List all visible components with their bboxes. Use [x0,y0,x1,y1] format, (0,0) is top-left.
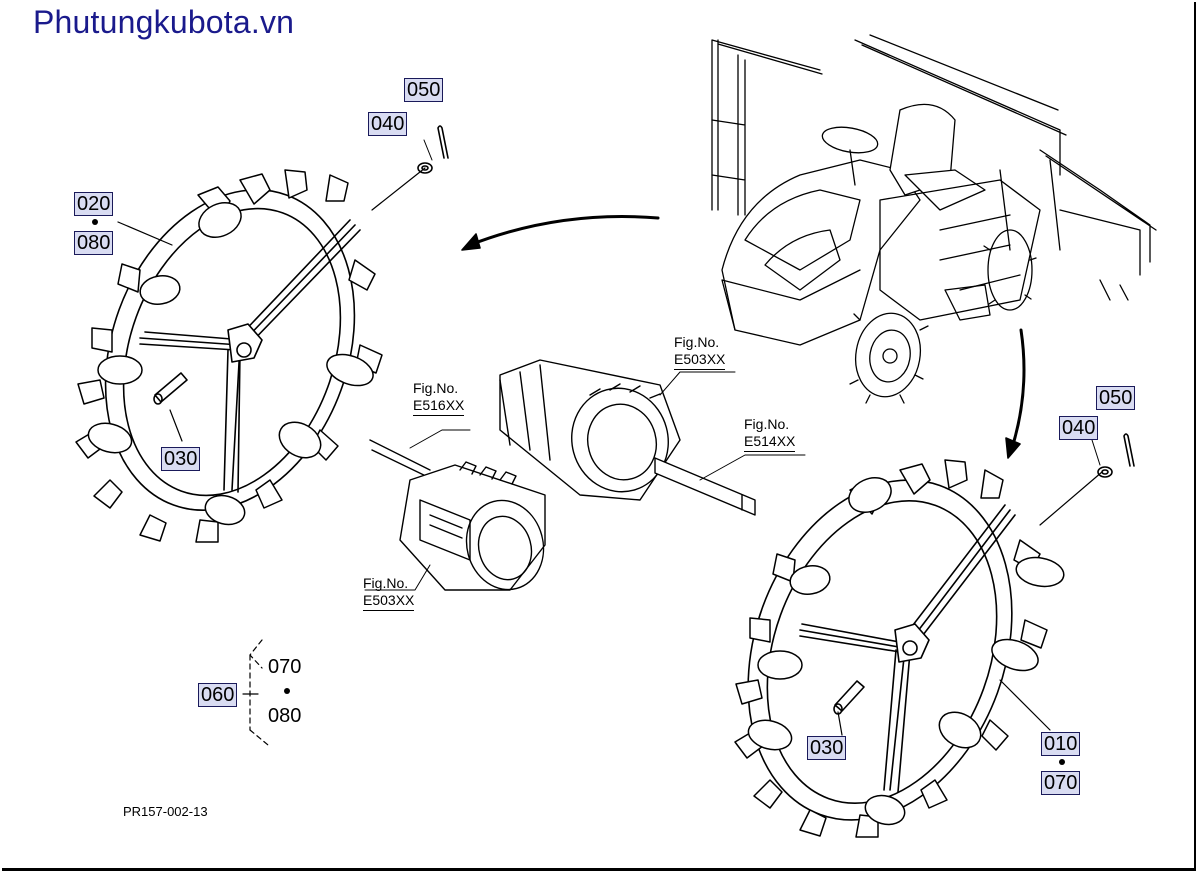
part-label-080-group: 080 [268,705,302,727]
part-label-040-left[interactable]: 040 [368,112,408,136]
part-label-050-right[interactable]: 050 [1096,386,1136,410]
part-label-020-left[interactable]: 020 [74,192,114,216]
fig-ref-number: E514XX [744,433,796,452]
fig-ref-e516[interactable]: Fig.No. E516XX [413,380,465,416]
diagram-id: PR157-002-13 [123,804,208,819]
direction-arrows [461,215,1026,459]
fig-ref-number: E503XX [363,592,415,611]
fig-ref-e503-top[interactable]: Fig.No. E503XX [674,334,726,370]
right-wheel-drawing [734,433,1135,838]
part-label-060[interactable]: 060 [198,683,238,707]
part-label-080-left[interactable]: 080 [74,231,114,255]
part-label-070-group: 070 [268,656,302,678]
part-label-040-right[interactable]: 040 [1059,416,1099,440]
separator-dot [92,219,98,225]
fig-ref-label: Fig.No. [674,334,720,350]
separator-dot [1059,759,1065,765]
part-label-030-left[interactable]: 030 [161,447,201,471]
planter-machine-drawing [711,34,1157,404]
watermark: Phutungkubota.vn [33,4,295,40]
fig-ref-e503-bottom[interactable]: Fig.No. E503XX [363,575,415,611]
fig-ref-label: Fig.No. [744,416,790,432]
separator-dot [284,688,290,694]
fig-ref-e514[interactable]: Fig.No. E514XX [744,416,796,452]
part-label-010-right[interactable]: 010 [1041,732,1081,756]
fig-ref-label: Fig.No. [363,575,409,591]
gear-case-drawings [364,359,806,591]
part-label-070-right[interactable]: 070 [1041,771,1081,795]
fig-ref-number: E516XX [413,397,465,416]
left-wheel-drawing [75,125,449,543]
bracket-group-lines [242,639,269,746]
part-label-030-right[interactable]: 030 [807,736,847,760]
part-label-050-left[interactable]: 050 [404,78,444,102]
fig-ref-number: E503XX [674,351,726,370]
fig-ref-label: Fig.No. [413,380,459,396]
